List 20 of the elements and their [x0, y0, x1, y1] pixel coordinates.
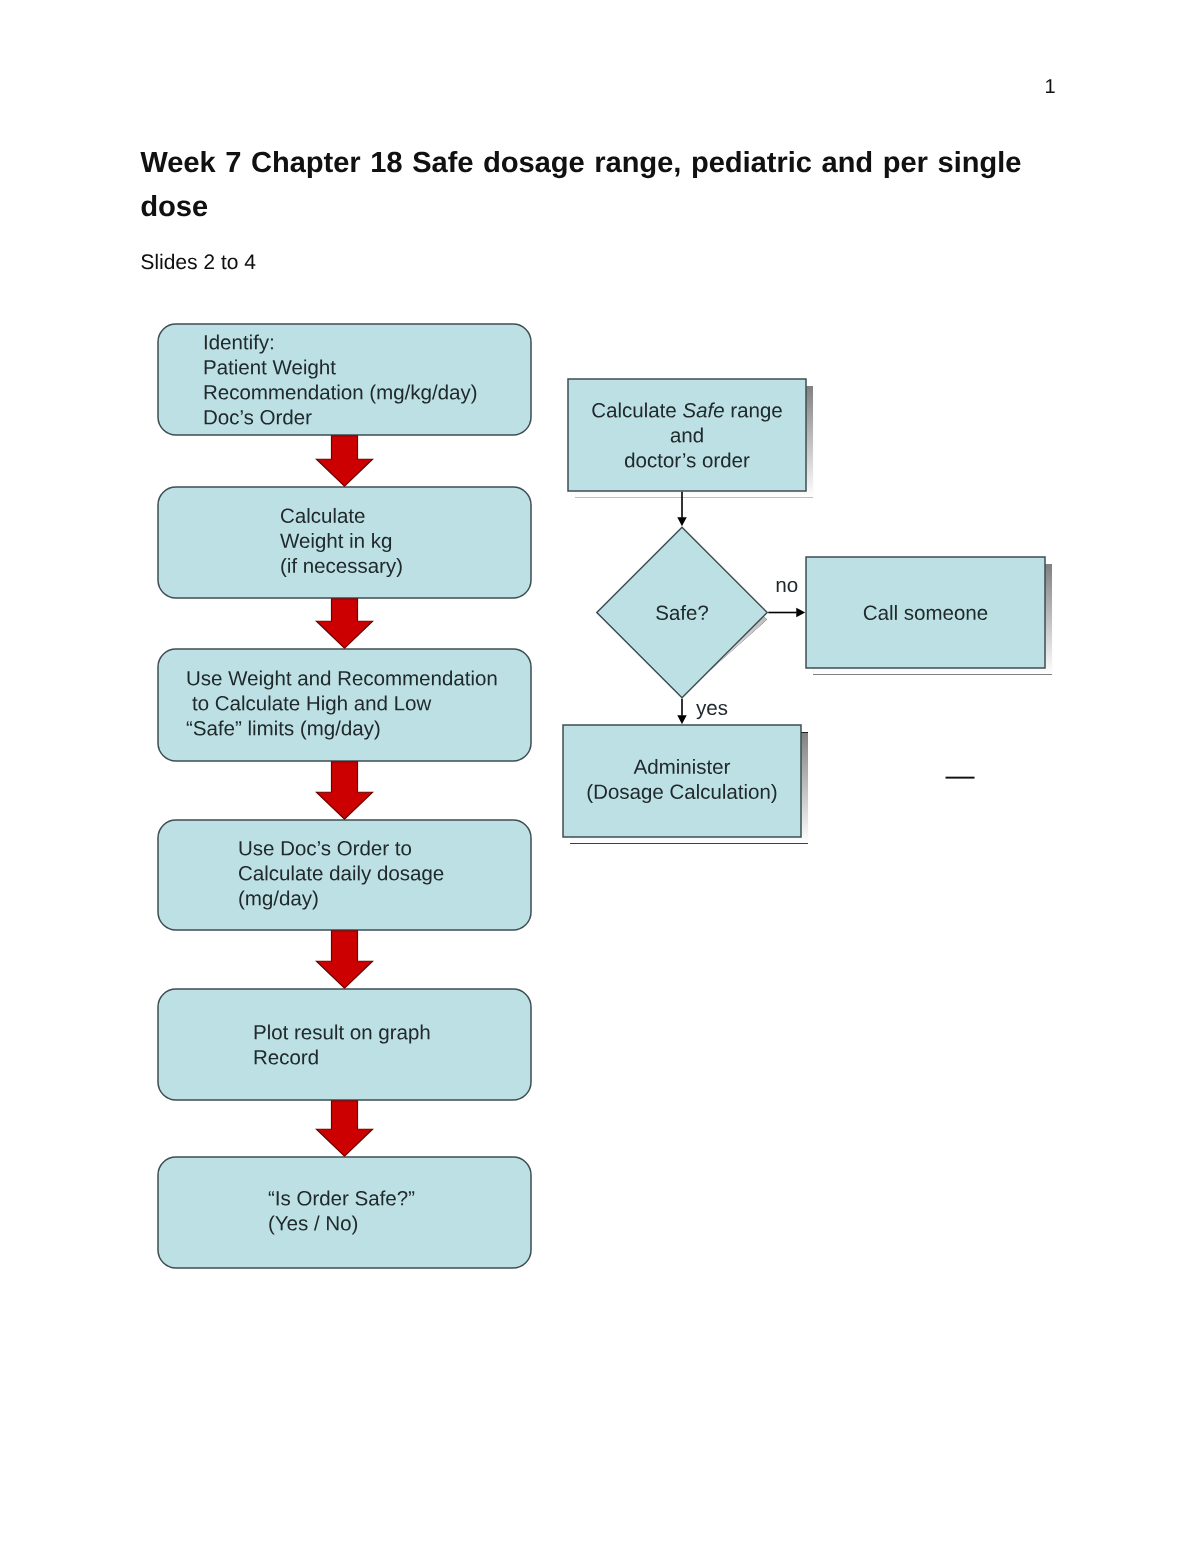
process-box: Identify: Patient Weight Recommendation (mg/kg/day) Doc’s Order	[157, 323, 532, 436]
process-box: Use Weight and Recommendation to Calculate High and Low “Safe” limits (mg/day)	[157, 648, 532, 762]
process-box: Call someone	[805, 556, 1052, 675]
block-arrow	[315, 435, 374, 488]
block-arrow	[315, 930, 374, 990]
block-arrow	[315, 598, 374, 650]
process-box: Administer (Dosage Calculation)	[562, 724, 808, 844]
page-number: 1	[1046, 79, 1055, 93]
process-box: “Is Order Safe?” (Yes / No)	[157, 1156, 532, 1269]
title: Week 7 Chapter 18 Safe dosage range, pediatric and per single dose	[140, 151, 1021, 217]
process-box: Plot result on graph Record	[157, 988, 532, 1101]
block-arrow	[315, 761, 374, 821]
process-box: Use Doc’s Order to Calculate daily dosage (mg/day)	[157, 819, 532, 931]
edge-label: yes	[694, 701, 730, 722]
block-arrow	[315, 1100, 374, 1158]
subtitle: Slides 2 to 4	[141, 253, 256, 270]
stray-dash: —	[945, 776, 975, 779]
process-box: Calculate Weight in kg (if necessary)	[157, 486, 532, 599]
process-box: Calculate Safe range and doctor’s order	[567, 378, 813, 498]
edge-label: no	[773, 578, 801, 595]
